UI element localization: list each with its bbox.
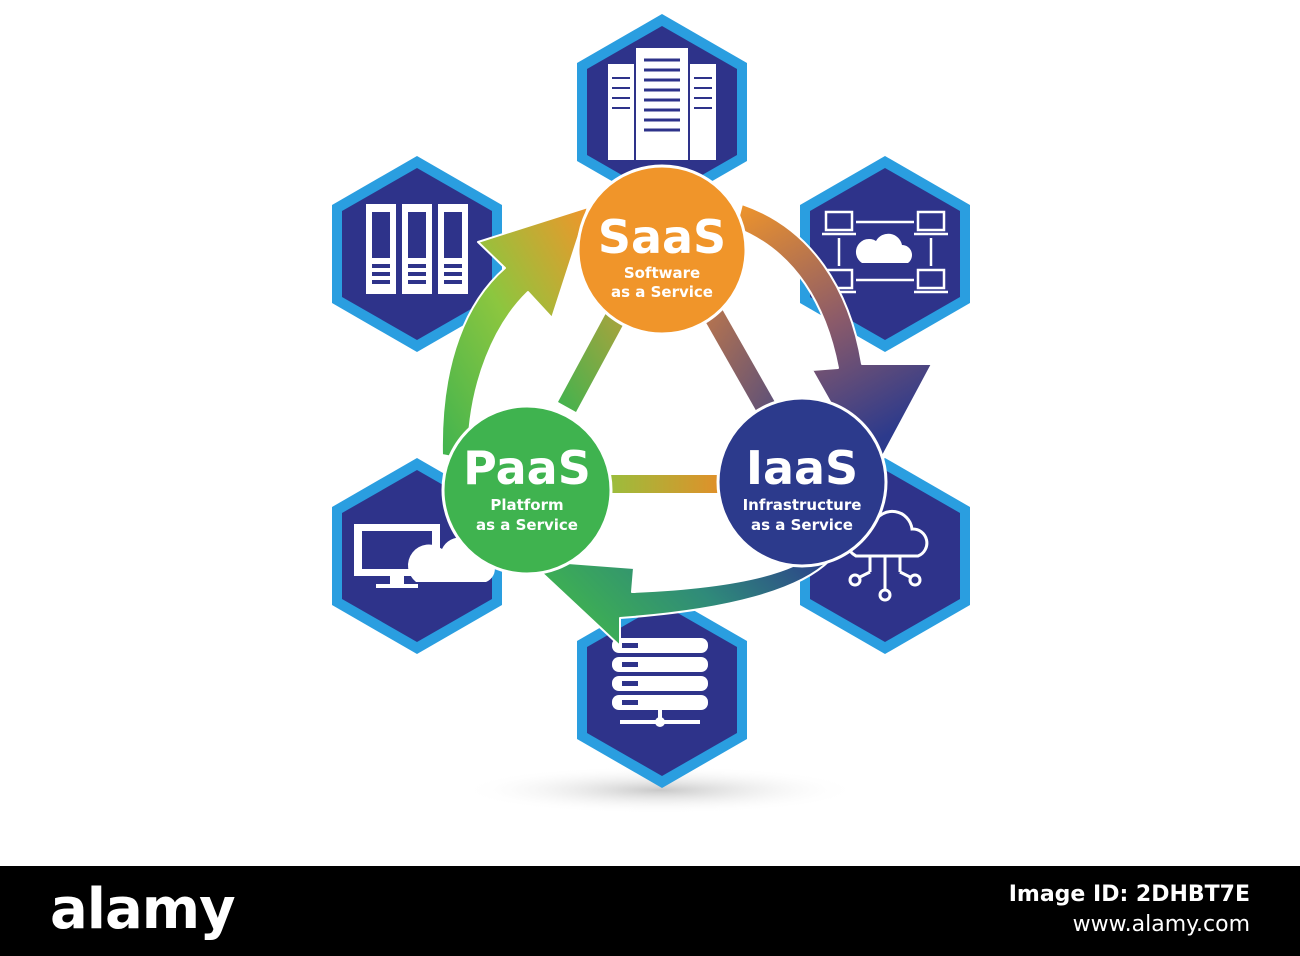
node-iaas: IaaS Infrastructure as a Service	[716, 396, 888, 568]
connector-bars	[558, 302, 776, 493]
server-tower-icon	[608, 48, 716, 160]
hexagon-top	[577, 14, 747, 210]
watermark-bar: alamy Image ID: 2DHBT7E www.alamy.com	[0, 866, 1300, 956]
node-paas: PaaS Platform as a Service	[441, 404, 613, 576]
saas-title: SaaS	[598, 210, 726, 264]
diagram-stage: SaaS Software as a Service PaaS Platform…	[332, 14, 970, 814]
watermark-info: Image ID: 2DHBT7E www.alamy.com	[1009, 880, 1250, 940]
hexagon-bottom	[577, 592, 747, 788]
connector-saas-paas	[558, 302, 630, 412]
paas-title: PaaS	[463, 441, 591, 495]
arrow-paas-to-saas	[440, 206, 589, 461]
image-id: Image ID: 2DHBT7E	[1008, 882, 1250, 907]
node-saas: SaaS Software as a Service	[576, 164, 748, 336]
cycle-arrows	[440, 203, 933, 647]
iaas-title: IaaS	[746, 441, 858, 495]
paas-line1: Platform	[490, 496, 563, 514]
database-server-icon	[612, 638, 708, 727]
site-url: www.alamy.com	[1072, 912, 1250, 937]
iaas-line1: Infrastructure	[743, 496, 862, 514]
saas-line2: as a Service	[611, 283, 713, 301]
hexagon-top-left	[332, 156, 502, 352]
arrow-iaas-to-paas	[527, 551, 831, 647]
iaas-line2: as a Service	[751, 516, 853, 534]
paas-line2: as a Service	[476, 516, 578, 534]
connector-paas-iaas	[610, 475, 720, 493]
saas-line1: Software	[624, 264, 700, 282]
cloud-service-models-diagram: SaaS Software as a Service PaaS Platform…	[332, 14, 970, 814]
connector-saas-iaas	[700, 302, 776, 414]
brand-logo: alamy	[50, 877, 236, 942]
floor-shadow	[460, 766, 860, 814]
cloud-network-icon	[822, 210, 948, 294]
server-rack-icon	[366, 204, 468, 294]
